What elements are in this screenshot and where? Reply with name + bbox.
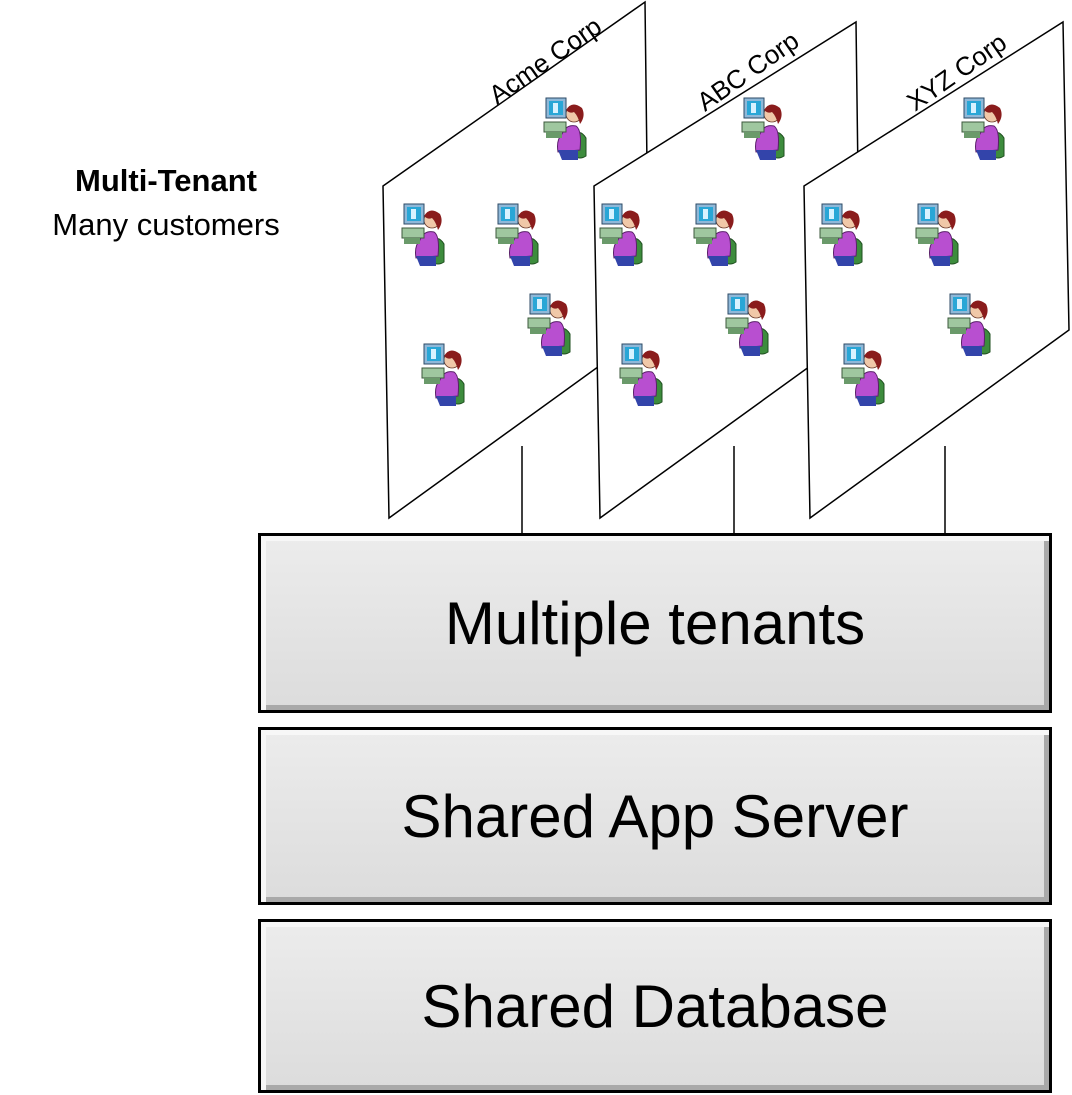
layer-shared-database: Shared Database bbox=[258, 919, 1052, 1093]
diagram-caption-title: Multi-Tenant bbox=[75, 163, 257, 198]
diagram-caption-subtitle: Many customers bbox=[52, 207, 280, 242]
layer-multiple-tenants: Multiple tenants bbox=[258, 533, 1052, 713]
layer-shared-app-server: Shared App Server bbox=[258, 727, 1052, 905]
